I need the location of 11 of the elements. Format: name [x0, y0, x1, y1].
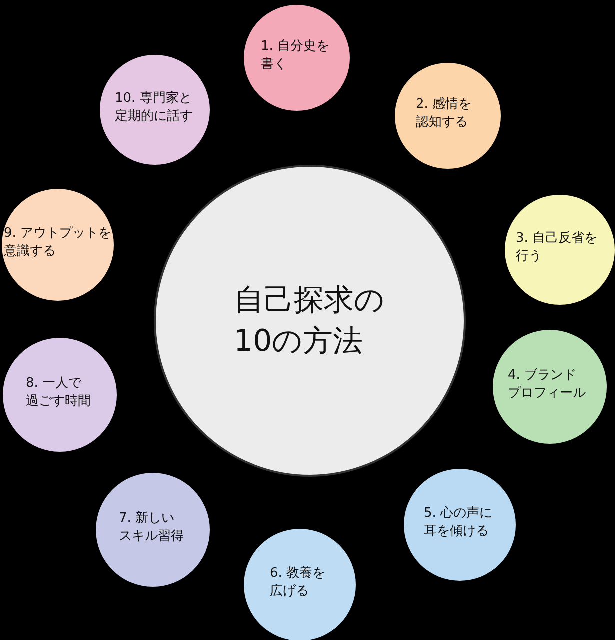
topic-label: 2. 感情を認知する	[416, 96, 473, 132]
topic-label: 5. 心の声に耳を傾ける	[424, 505, 494, 540]
topic-label: 10. 専門家と定期的に話す	[115, 90, 194, 126]
topic-label: 9. アウトプットを意識する	[4, 225, 113, 260]
topic-label: 4. ブランドプロフィール	[508, 367, 587, 402]
topic-label: 8. 一人で過ごす時間	[26, 375, 92, 410]
topic-label: 3. 自己反省を行う	[516, 230, 599, 266]
title-text: 自己探求の10の方法	[234, 282, 386, 360]
topic-label: 6. 教養を広げる	[270, 565, 327, 600]
topic-label: 7. 新しいスキル習得	[119, 510, 185, 546]
topic-label: 1. 自分史を書く	[261, 38, 331, 74]
